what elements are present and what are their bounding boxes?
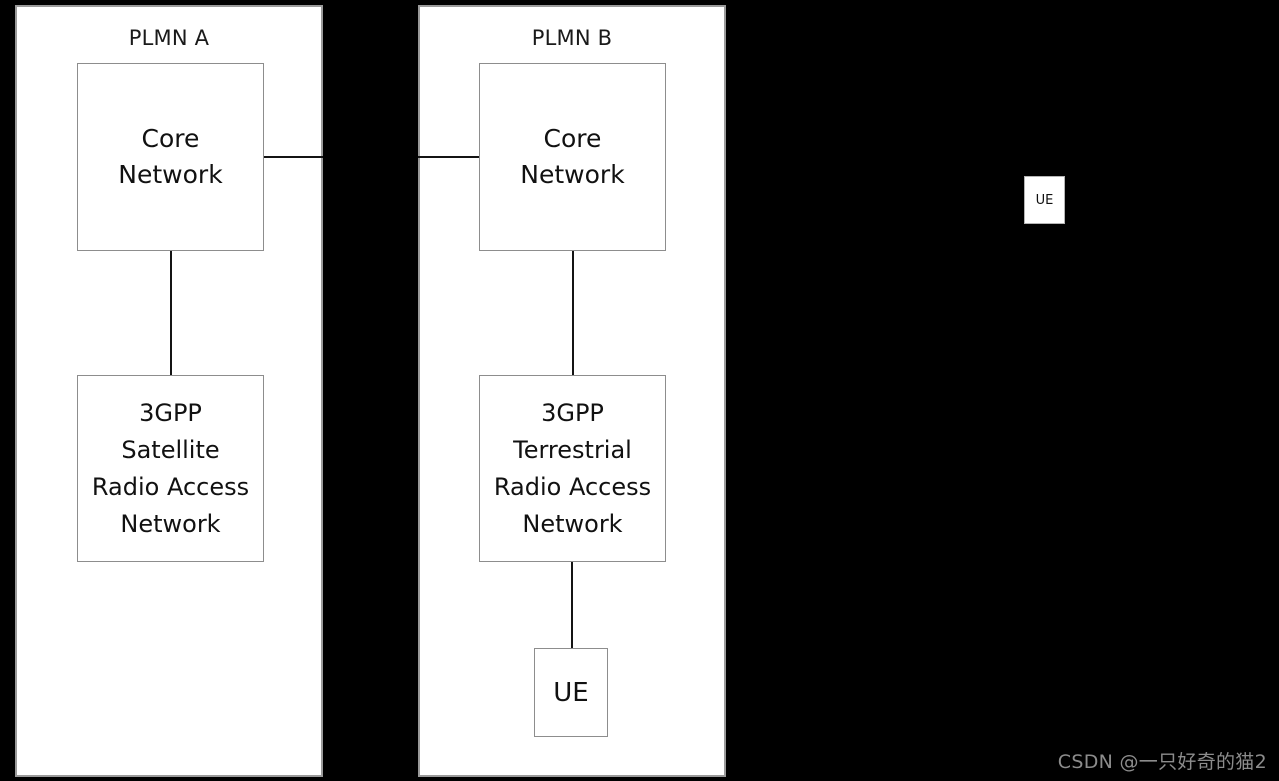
- node-satellite-radio-access-network-a-label: 3GPP Satellite Radio Access Network: [91, 398, 250, 538]
- connector-ran-b-to-ue-b: [571, 562, 573, 648]
- node-ue-floating-label: UE: [1035, 192, 1054, 208]
- node-core-network-b[interactable]: Core Network: [479, 63, 666, 251]
- watermark-text: CSDN @一只好奇的猫2: [1057, 751, 1267, 773]
- node-ue-b-label: UE: [553, 677, 589, 708]
- node-core-network-b-label: Core Network: [520, 124, 625, 189]
- connector-panel-edge-to-core-network-b: [418, 156, 479, 158]
- node-ue-b[interactable]: UE: [534, 648, 608, 737]
- connector-core-network-a-to-panel-edge: [264, 156, 323, 158]
- node-terrestrial-radio-access-network-b-label: 3GPP Terrestrial Radio Access Network: [493, 398, 652, 538]
- node-core-network-a[interactable]: Core Network: [77, 63, 264, 251]
- node-ue-floating[interactable]: UE: [1024, 176, 1065, 224]
- node-terrestrial-radio-access-network-b[interactable]: 3GPP Terrestrial Radio Access Network: [479, 375, 666, 562]
- plmn-b-title: PLMN B: [531, 26, 613, 50]
- node-satellite-radio-access-network-a[interactable]: 3GPP Satellite Radio Access Network: [77, 375, 264, 562]
- connector-core-network-a-to-ran-a: [170, 251, 172, 375]
- connector-core-network-b-to-ran-b: [572, 251, 574, 375]
- plmn-a-title: PLMN A: [128, 26, 210, 50]
- node-core-network-a-label: Core Network: [118, 124, 223, 189]
